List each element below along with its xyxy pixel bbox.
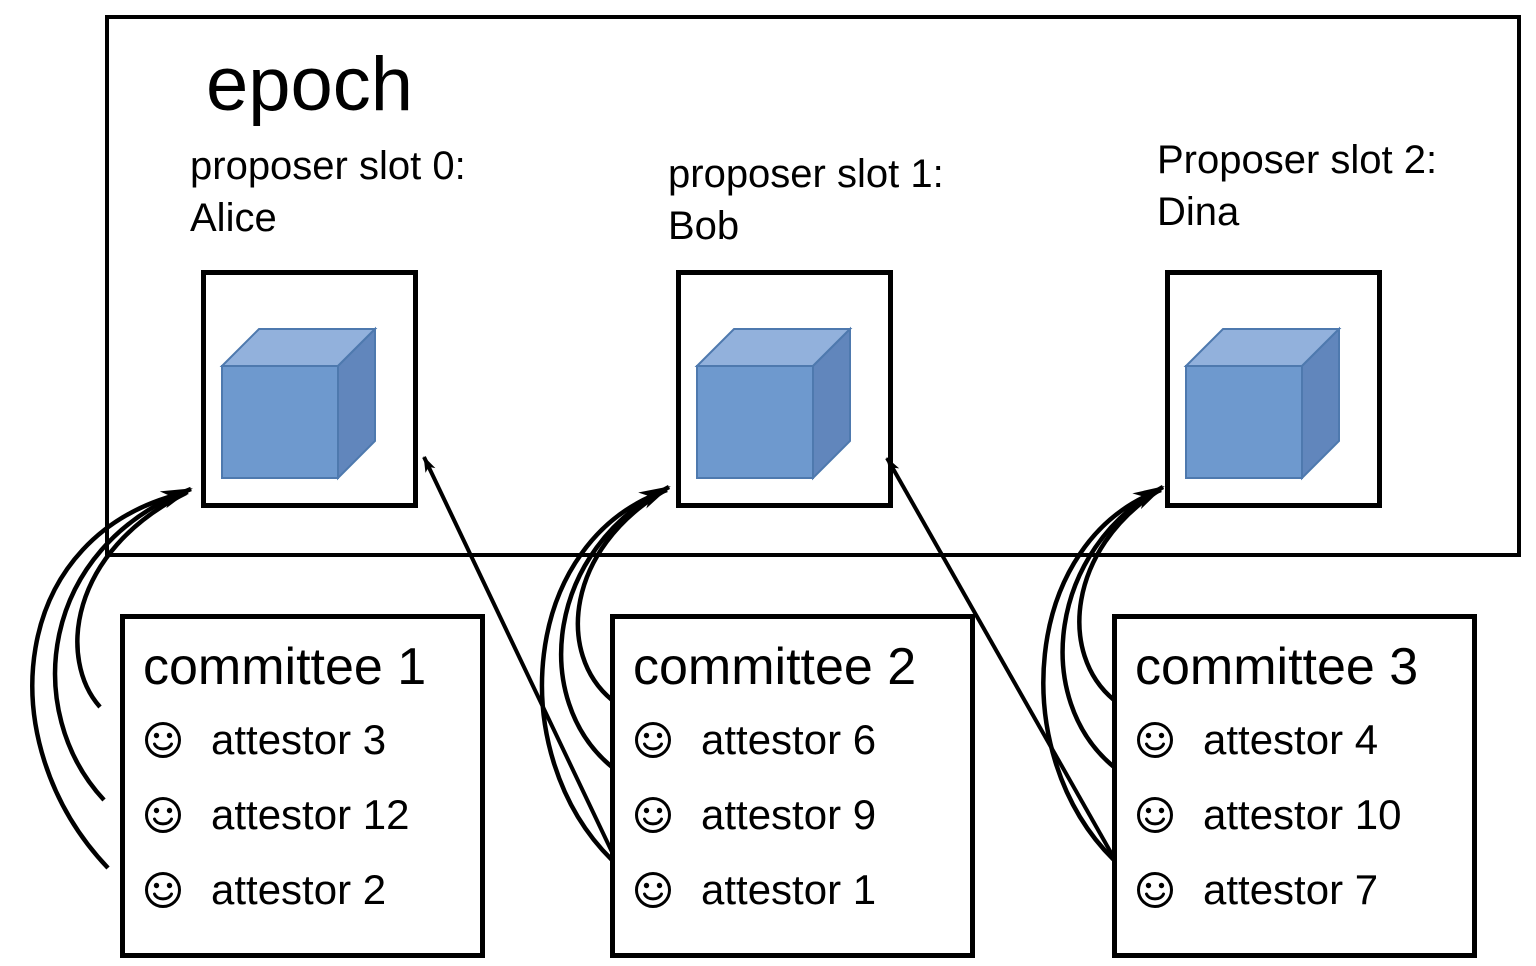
proposer-slot-0-name: Alice	[190, 196, 277, 240]
committee-box-2: committee 2 attestor 6 attestor 9	[610, 614, 975, 958]
proposer-slot-2-label: Proposer slot 2: Dina	[1157, 134, 1437, 238]
block-cube-icon	[1183, 326, 1342, 481]
committee-3-title: committee 3	[1135, 638, 1419, 696]
attestor-label: attestor 6	[701, 716, 877, 763]
attestor-label: attestor 12	[211, 791, 410, 838]
attestor-row: attestor 1	[633, 865, 876, 915]
attestor-label: attestor 2	[211, 866, 387, 913]
smiley-face-icon	[145, 797, 181, 833]
attestor-row: attestor 2	[143, 865, 386, 915]
proposer-slot-0-text: proposer slot 0:	[190, 144, 466, 188]
committee-2-title: committee 2	[633, 638, 917, 696]
committee-1-title: committee 1	[143, 638, 427, 696]
attestor-row: attestor 10	[1135, 790, 1401, 840]
attestor-row: attestor 7	[1135, 865, 1378, 915]
epoch-title: epoch	[206, 42, 414, 127]
proposer-slot-1-label: proposer slot 1: Bob	[668, 148, 944, 252]
attestor-row: attestor 6	[633, 715, 876, 765]
block-cube-icon	[219, 326, 378, 481]
committee-box-1: committee 1 attestor 3 attestor 12	[120, 614, 485, 958]
attestor-row: attestor 9	[633, 790, 876, 840]
block-box-slot-1	[676, 270, 893, 508]
smiley-face-icon	[635, 722, 671, 758]
smiley-face-icon	[1137, 722, 1173, 758]
attestor-label: attestor 9	[701, 791, 877, 838]
smiley-face-icon	[635, 797, 671, 833]
block-box-slot-0	[201, 270, 418, 508]
proposer-slot-2-name: Dina	[1157, 190, 1240, 234]
epoch-box: epoch	[105, 15, 1521, 557]
attestor-row: attestor 3	[143, 715, 386, 765]
committee-box-3: committee 3 attestor 4 attestor 10	[1112, 614, 1477, 958]
smiley-face-icon	[145, 872, 181, 908]
smiley-face-icon	[145, 722, 181, 758]
smiley-face-icon	[1137, 872, 1173, 908]
smiley-face-icon	[1137, 797, 1173, 833]
attestor-label: attestor 1	[701, 866, 877, 913]
attestor-row: attestor 4	[1135, 715, 1378, 765]
proposer-slot-1-name: Bob	[668, 204, 740, 248]
proposer-slot-2-text: Proposer slot 2:	[1157, 138, 1438, 182]
block-cube-icon	[694, 326, 853, 481]
attestor-label: attestor 3	[211, 716, 387, 763]
block-box-slot-2	[1165, 270, 1382, 508]
attestor-label: attestor 4	[1203, 716, 1379, 763]
proposer-slot-0-label: proposer slot 0: Alice	[190, 140, 466, 244]
attestor-label: attestor 7	[1203, 866, 1379, 913]
attestor-label: attestor 10	[1203, 791, 1402, 838]
proposer-slot-1-text: proposer slot 1:	[668, 152, 944, 196]
attestor-row: attestor 12	[143, 790, 409, 840]
smiley-face-icon	[635, 872, 671, 908]
